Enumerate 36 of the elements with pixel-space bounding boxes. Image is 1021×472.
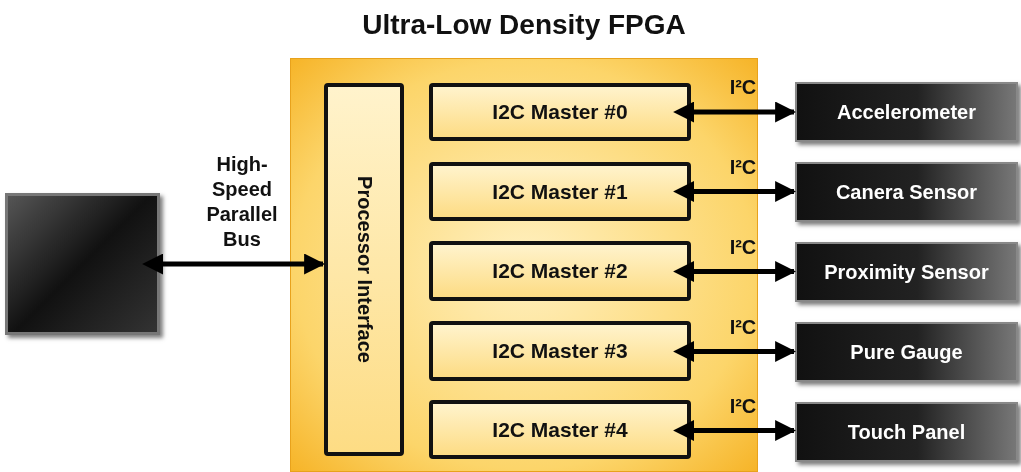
double-arrow xyxy=(673,420,797,441)
sensor-label: Accelerometer xyxy=(837,100,976,124)
edge-label: I²C xyxy=(728,234,758,260)
sensor-label: Pure Gauge xyxy=(850,340,963,364)
master-block xyxy=(429,83,691,141)
sensor-box xyxy=(795,162,1018,222)
interface-block xyxy=(324,83,404,456)
edge-label: I²C xyxy=(728,393,758,419)
block-label: Processor Interface xyxy=(352,176,376,363)
sensor-label: Canera Sensor xyxy=(835,180,978,204)
block-label: I2C Master #2 xyxy=(492,259,628,283)
edge-label: I²C xyxy=(728,75,758,100)
sensor-label: Proximity Sensor xyxy=(824,260,989,284)
edge-label: I²C xyxy=(728,314,758,340)
double-arrow xyxy=(142,253,326,275)
block-label: I2C Master #3 xyxy=(492,339,628,363)
sensor-box xyxy=(795,242,1018,302)
block-label: I2C Master #0 xyxy=(492,100,628,124)
edge-label: I²C xyxy=(728,154,758,180)
block-label: I2C Master #1 xyxy=(492,179,628,204)
sensor-box xyxy=(795,82,1018,142)
master-block xyxy=(429,321,691,381)
sensor-box xyxy=(795,322,1018,382)
block-title: Ultra-Low Density FPGA xyxy=(361,9,687,41)
double-arrow xyxy=(673,261,797,282)
master-block xyxy=(429,400,691,459)
sensor-label: Touch Panel xyxy=(847,420,966,444)
block-label: I2C Master #4 xyxy=(492,417,628,442)
sensor-box xyxy=(795,402,1018,462)
double-arrow xyxy=(673,181,797,202)
double-arrow xyxy=(673,341,797,362)
master-block xyxy=(429,241,691,301)
edge-label: High-Speed Parallel Bus xyxy=(205,152,279,252)
double-arrow xyxy=(673,101,797,123)
processor-chip xyxy=(5,193,160,335)
master-block xyxy=(429,162,691,221)
